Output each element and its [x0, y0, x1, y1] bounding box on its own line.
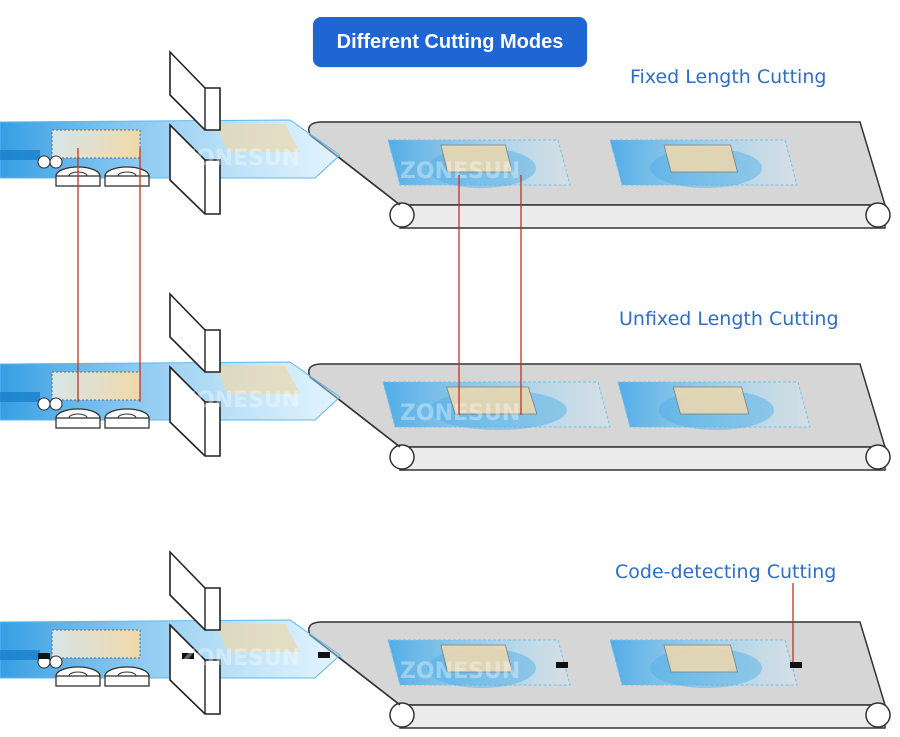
bag-product-1: [440, 144, 513, 173]
product-block: [51, 129, 141, 159]
code-mark-4: [556, 662, 568, 668]
packing-row-1: ZONESUN ZONESUN: [0, 50, 891, 229]
small-roller-1: [37, 155, 51, 169]
code-mark-2: [182, 653, 194, 659]
bag-product-1: [440, 644, 513, 673]
watermark-text: ZONESUN: [180, 646, 300, 671]
mode-label-unfixed-length: Unfixed Length Cutting: [619, 308, 839, 330]
small-roller-2: [49, 655, 63, 669]
watermark-text: ZONESUN: [400, 659, 520, 684]
mode-label-code-detecting: Code-detecting Cutting: [615, 561, 837, 583]
front-roller: [389, 702, 415, 728]
bag-product-2: [663, 644, 739, 673]
small-roller-1: [37, 397, 51, 411]
conveyor-belt-side: [399, 704, 886, 729]
small-roller-2: [49, 155, 63, 169]
conveyor-belt-side: [399, 446, 886, 471]
front-roller: [389, 202, 415, 228]
front-roller: [389, 444, 415, 470]
product-block: [51, 629, 141, 659]
code-mark-1: [38, 653, 50, 659]
product-next: [215, 624, 300, 652]
code-mark-3: [318, 652, 330, 658]
packing-row-3: ZONESUN ZONESUN: [0, 550, 891, 729]
watermark-text: ZONESUN: [180, 388, 300, 413]
rear-roller: [865, 702, 891, 728]
guide-roller-body-2: [104, 417, 150, 429]
title-badge: Different Cutting Modes: [313, 17, 587, 67]
upper-knife: [169, 50, 221, 131]
product-next: [215, 124, 300, 152]
watermark-text: ZONESUN: [180, 146, 300, 171]
conveyor-belt-side: [399, 204, 886, 229]
packing-row-2: ZONESUN ZONESUN: [0, 292, 891, 471]
upper-knife: [169, 292, 221, 373]
rear-roller: [865, 202, 891, 228]
watermark-text: ZONESUN: [400, 159, 520, 184]
guide-roller-body-1: [55, 675, 101, 687]
product-next: [215, 366, 300, 394]
code-mark-5: [790, 662, 802, 668]
product-block: [51, 371, 141, 401]
film-seam: [0, 650, 40, 660]
guide-roller-body-2: [104, 675, 150, 687]
page-title: Different Cutting Modes: [336, 30, 564, 53]
film-seam: [0, 392, 40, 402]
guide-roller-body-2: [104, 175, 150, 187]
bag-product-2: [672, 386, 750, 415]
film-seam: [0, 150, 40, 160]
mode-label-fixed-length: Fixed Length Cutting: [630, 66, 827, 88]
watermark-text: ZONESUN: [400, 401, 520, 426]
upper-knife: [169, 550, 221, 631]
rear-roller: [865, 444, 891, 470]
guide-roller-body-1: [55, 417, 101, 429]
bag-product-2: [663, 144, 739, 173]
small-roller-2: [49, 397, 63, 411]
bag-product-1: [446, 386, 538, 415]
